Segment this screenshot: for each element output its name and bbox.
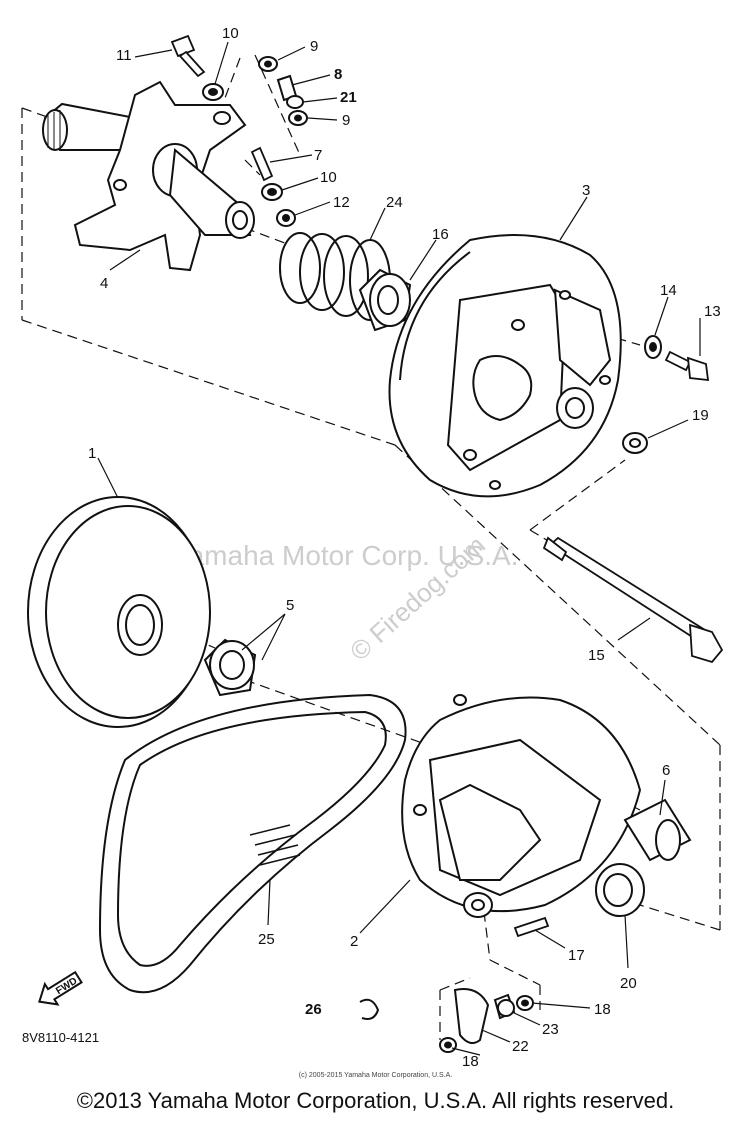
leader-lines <box>97 41 701 1056</box>
label-9-top: 9 <box>310 38 318 55</box>
label-21: 21 <box>340 89 357 106</box>
label-24: 24 <box>386 194 403 211</box>
label-13: 13 <box>704 303 721 320</box>
label-10-lower: 10 <box>320 169 337 186</box>
part-4-spider-shaft <box>42 80 255 272</box>
label-7: 7 <box>314 147 322 164</box>
part-2-sheave <box>401 694 642 918</box>
label-15: 15 <box>588 647 605 664</box>
part-22-arm <box>453 988 490 1045</box>
part-19-washer <box>622 432 648 454</box>
label-18-left: 18 <box>462 1053 479 1070</box>
label-19: 19 <box>692 407 709 424</box>
part-23-roller <box>493 993 516 1020</box>
label-6: 6 <box>662 762 670 779</box>
part-12-nut <box>276 209 296 227</box>
part-26-clip <box>359 998 380 1020</box>
fwd-arrow: FWD <box>38 970 83 1006</box>
part-6-sleeve <box>623 798 692 862</box>
part-rollers-stack <box>258 56 308 126</box>
part-3-cover <box>388 234 622 498</box>
part-code: 8V8110-4121 <box>22 1030 100 1045</box>
label-25: 25 <box>258 931 275 948</box>
label-14: 14 <box>660 282 677 299</box>
label-9-lower: 9 <box>342 112 350 129</box>
label-23: 23 <box>542 1021 559 1038</box>
part-25-belt <box>98 693 407 994</box>
label-11: 11 <box>116 47 132 64</box>
callout-labels: 11 10 9 8 21 9 7 10 12 24 16 3 4 14 13 1… <box>88 25 721 1070</box>
label-10-top: 10 <box>222 25 239 42</box>
label-1: 1 <box>88 445 96 462</box>
footer-copyright: ©2013 Yamaha Motor Corporation, U.S.A. A… <box>76 1088 675 1113</box>
part-10-washer-lower <box>261 183 283 201</box>
label-12: 12 <box>333 194 350 211</box>
part-20-ring <box>595 863 645 917</box>
part-7-pin <box>250 146 274 182</box>
label-2: 2 <box>350 933 358 950</box>
part-11-bolt <box>170 34 206 78</box>
label-20: 20 <box>620 975 637 992</box>
part-10-washer-top <box>202 83 224 101</box>
part-16-bushing <box>358 268 412 332</box>
label-22: 22 <box>512 1038 529 1055</box>
label-18-right: 18 <box>594 1001 611 1018</box>
label-3: 3 <box>582 182 590 199</box>
part-13-bolt <box>664 350 710 382</box>
watermark-center: Yamaha Motor Corp. U.S.A. <box>172 540 519 571</box>
part-17-pin <box>513 916 550 938</box>
label-17: 17 <box>568 947 585 964</box>
part-18-washer-right <box>516 995 534 1011</box>
part-5-bushing <box>203 638 257 697</box>
footer-small-copyright: (c) 2005-2015 Yamaha Motor Corporation, … <box>298 1072 453 1079</box>
label-26: 26 <box>305 1001 322 1018</box>
part-18-washer-left <box>439 1037 457 1053</box>
label-4: 4 <box>100 275 108 292</box>
part-15-bolt <box>542 536 724 664</box>
part-14-washer <box>644 335 662 359</box>
label-8: 8 <box>334 66 342 83</box>
label-16: 16 <box>432 226 449 243</box>
label-5: 5 <box>286 597 294 614</box>
part-1-sheave <box>27 496 211 728</box>
